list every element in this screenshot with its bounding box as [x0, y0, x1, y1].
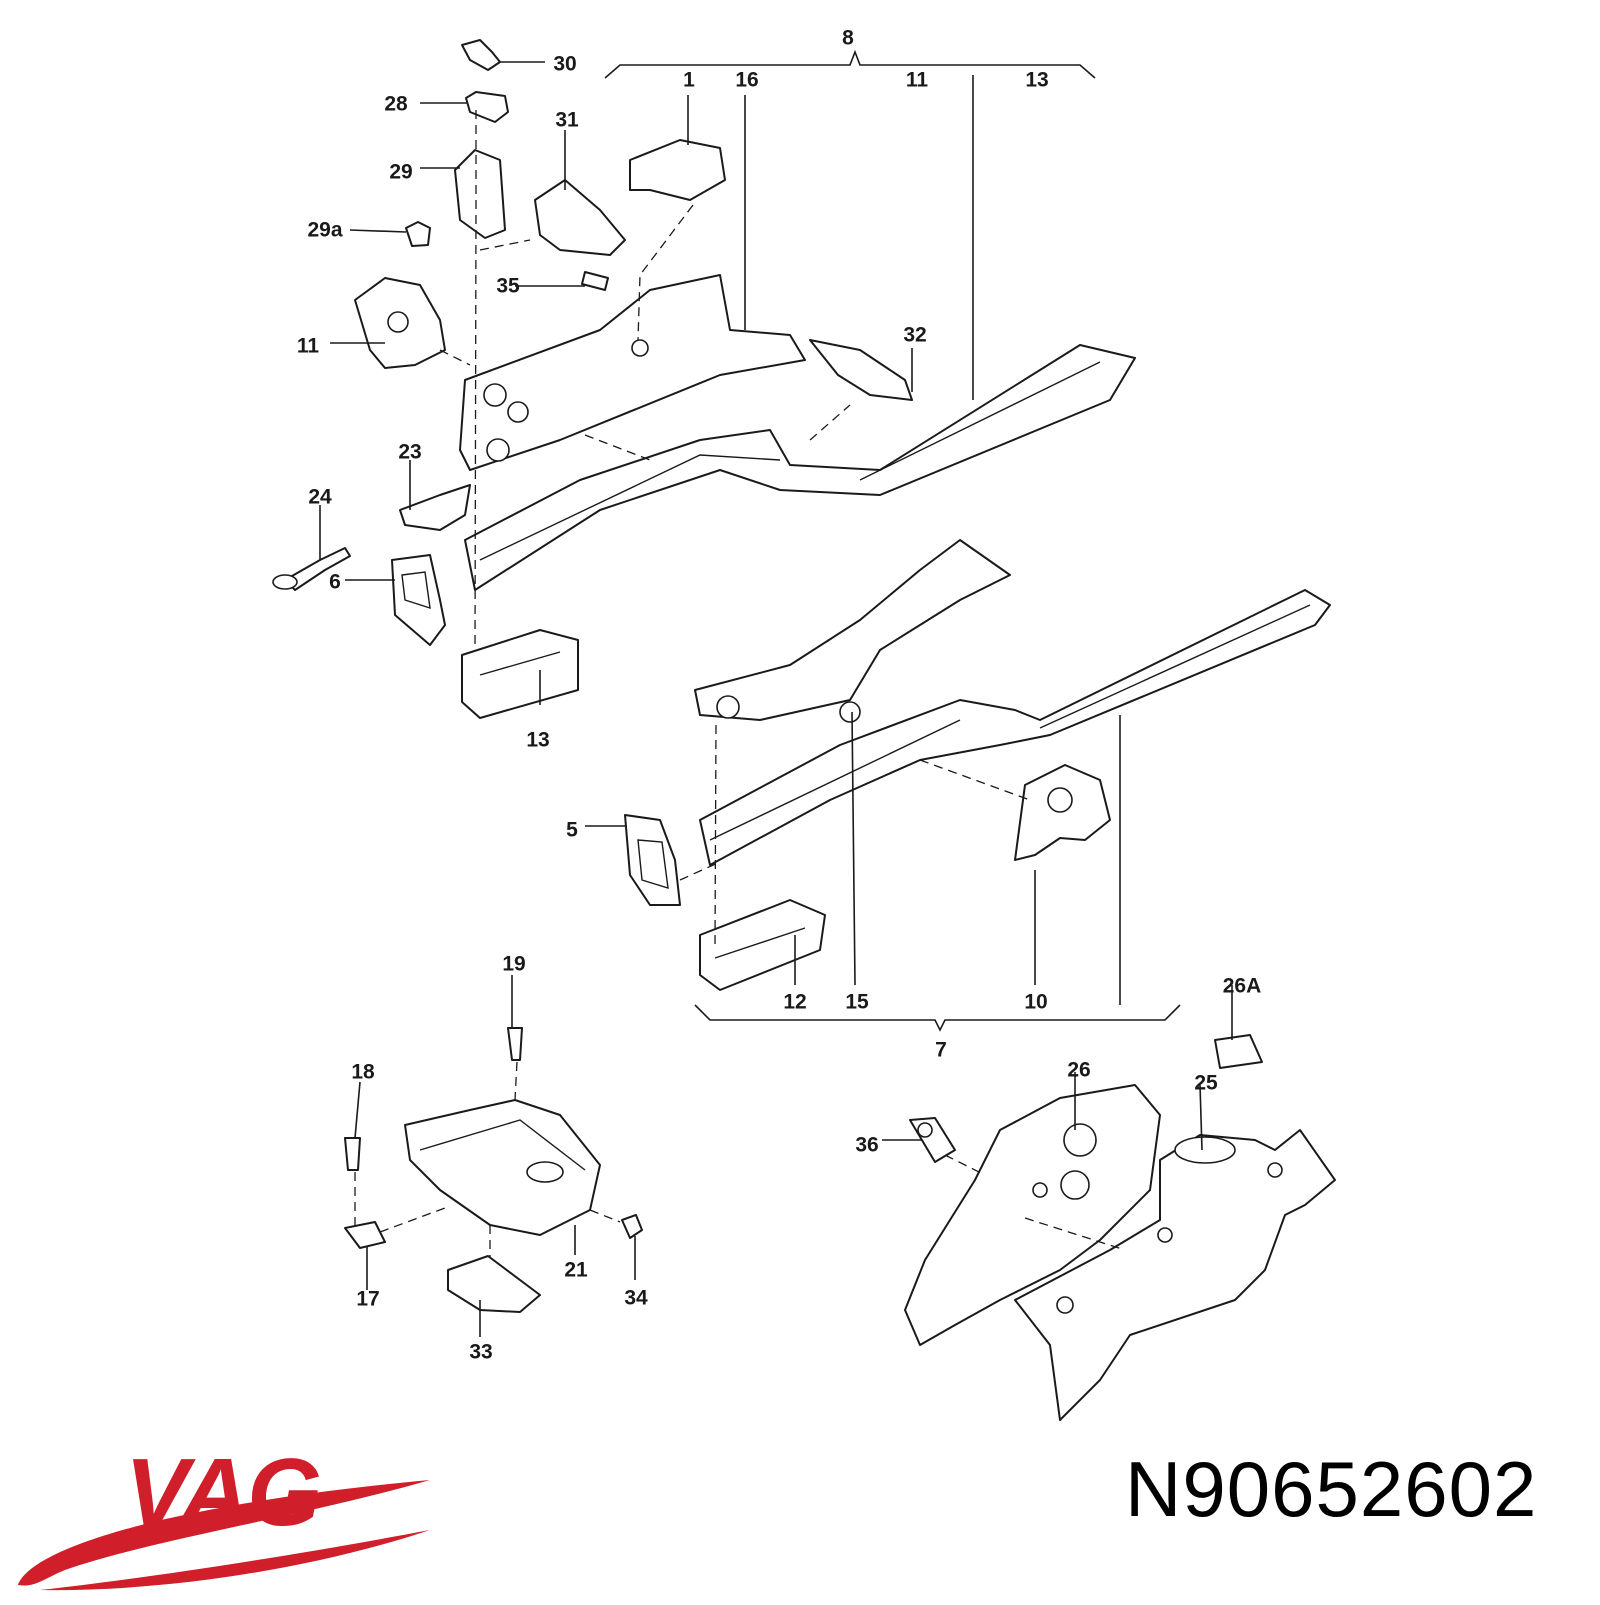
part-13-lower-channel	[461, 629, 579, 719]
part-12-channel	[699, 899, 826, 991]
part-1-mount	[629, 139, 726, 201]
callout-15: 15	[845, 990, 869, 1014]
bracket-7	[694, 1004, 1181, 1032]
callout-28: 28	[384, 92, 408, 116]
part-29a-plug	[405, 221, 431, 247]
callout-23: 23	[398, 440, 422, 464]
logo-swoosh	[18, 1480, 430, 1586]
part-18-bolt	[344, 1137, 361, 1171]
part-19-bolt	[507, 1027, 523, 1061]
callout-21: 21	[564, 1258, 588, 1282]
callout-31: 31	[555, 108, 579, 132]
part-17-bracket	[344, 1221, 386, 1249]
callout-6: 6	[329, 570, 341, 594]
callout-25: 25	[1194, 1071, 1218, 1095]
bracket-8	[604, 49, 1096, 79]
callout-19: 19	[502, 952, 526, 976]
part-29-bracket	[454, 149, 506, 239]
part-34-clip	[621, 1214, 643, 1239]
part-16-upper-rail	[459, 274, 806, 471]
part-33-cover	[447, 1255, 541, 1313]
callout-18: 18	[351, 1060, 375, 1084]
callout-5: 5	[566, 818, 578, 842]
callout-13-lower: 13	[526, 728, 550, 752]
callout-11-left: 11	[296, 334, 320, 358]
part-21-battery-tray	[404, 1099, 601, 1236]
callout-29a: 29a	[307, 218, 343, 242]
part-28-nut-plate	[465, 91, 509, 123]
callout-26A: 26A	[1222, 974, 1262, 998]
part-35-bolt	[581, 271, 609, 291]
callout-10: 10	[1024, 990, 1048, 1014]
callout-30: 30	[553, 52, 577, 76]
callout-17: 17	[356, 1287, 380, 1311]
part-31-reinforcement	[534, 179, 626, 256]
callout-35: 35	[496, 274, 520, 298]
part-5-plate	[624, 814, 681, 906]
brand-name: VAG	[125, 1439, 320, 1546]
part-number: N90652602	[1125, 1445, 1538, 1533]
part-6-plate	[391, 554, 446, 646]
part-13-long-member	[464, 344, 1136, 591]
callout-11-top: 11	[905, 68, 929, 92]
callout-34: 34	[624, 1286, 648, 1310]
callout-24: 24	[308, 485, 332, 509]
part-15-lower-rail	[694, 539, 1011, 721]
callout-16: 16	[735, 68, 759, 92]
part-26-wheelhouse-member	[904, 1084, 1161, 1346]
callout-8: 8	[842, 26, 854, 50]
callout-26: 26	[1067, 1058, 1091, 1082]
callout-29: 29	[389, 160, 413, 184]
callout-13-top: 13	[1025, 68, 1049, 92]
part-23-tube	[399, 484, 471, 531]
part-32-wheelhouse	[809, 339, 913, 401]
callout-7: 7	[935, 1038, 947, 1062]
callout-32: 32	[903, 323, 927, 347]
part-25-strut-tower	[1014, 1129, 1336, 1421]
part-26A-clip	[1214, 1034, 1263, 1069]
callout-33: 33	[469, 1340, 493, 1364]
part-7-long-member	[699, 589, 1331, 866]
callout-36: 36	[855, 1133, 879, 1157]
vag-swoosh-logo-icon: VAG	[18, 1439, 430, 1591]
part-30-clip	[461, 39, 501, 71]
callout-1: 1	[683, 68, 695, 92]
callout-12: 12	[783, 990, 807, 1014]
